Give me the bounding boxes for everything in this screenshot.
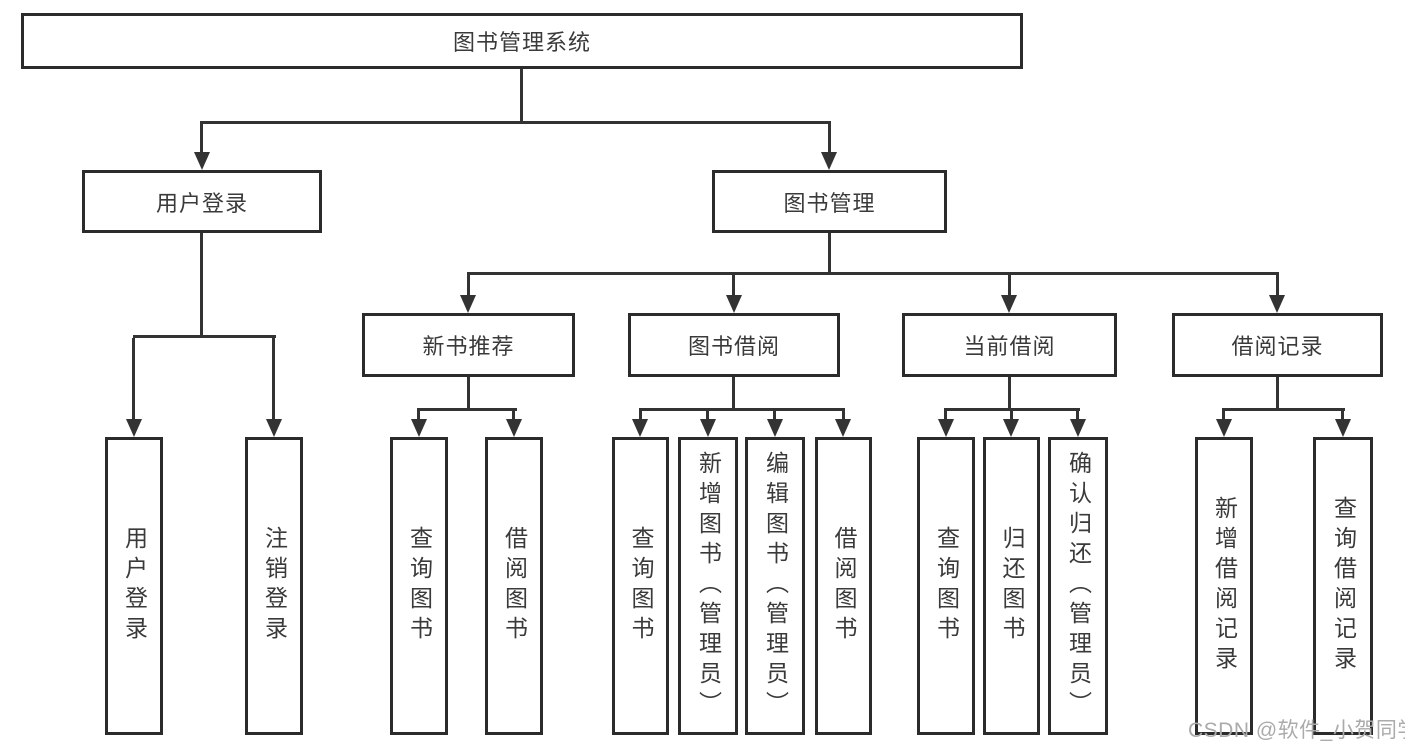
arrowhead-icon: [126, 419, 142, 437]
leaf-borrow-books-recommend-label: 借阅图书: [501, 526, 528, 646]
node-new-book-recommend-label: 新书推荐: [422, 334, 515, 359]
connector-line: [1008, 275, 1011, 296]
arrowhead-icon: [1216, 419, 1232, 437]
connector-line: [467, 377, 470, 408]
connector-line: [1222, 411, 1225, 421]
leaf-add-borrow-record-label: 新增借阅记录: [1211, 496, 1238, 676]
arrowhead-icon: [1269, 295, 1285, 313]
connector-line: [1076, 411, 1079, 421]
leaf-return-books: 归还图书: [983, 437, 1040, 735]
node-root-label: 图书管理系统: [452, 30, 591, 55]
connector-line: [200, 121, 831, 124]
arrowhead-icon: [411, 419, 427, 437]
arrowhead-icon: [1001, 295, 1017, 313]
leaf-user-login: 用户登录: [105, 437, 163, 735]
leaf-add-books-admin-label: 新增图书（管理员）: [695, 451, 722, 721]
connector-line: [132, 338, 135, 420]
arrowhead-icon: [460, 295, 476, 313]
leaf-borrow-books: 借阅图书: [815, 437, 872, 735]
arrowhead-icon: [1335, 419, 1351, 437]
arrowhead-icon: [632, 419, 648, 437]
leaf-query-borrow-record-label: 查询借阅记录: [1330, 496, 1357, 676]
leaf-confirm-return-admin-label: 确认归还（管理员）: [1065, 451, 1092, 721]
arrowhead-icon: [938, 419, 954, 437]
connector-line: [1010, 411, 1013, 421]
leaf-query-books-borrow: 查询图书: [612, 437, 669, 735]
arrowhead-icon: [821, 152, 837, 170]
connector-line: [200, 124, 203, 154]
connector-line: [732, 275, 735, 296]
leaf-query-books-recommend-label: 查询图书: [406, 526, 433, 646]
node-book-management: 图书管理: [712, 170, 947, 233]
node-user-login-label: 用户登录: [155, 190, 248, 216]
connector-line: [944, 408, 1080, 411]
watermark: CSDN @软件_小贺同学: [1188, 719, 1405, 742]
arrowhead-icon: [1070, 419, 1086, 437]
leaf-confirm-return-admin: 确认归还（管理员）: [1048, 437, 1108, 735]
node-user-login: 用户登录: [82, 170, 322, 233]
connector-line: [639, 411, 642, 421]
connector-line: [944, 411, 947, 421]
connector-line: [706, 411, 709, 421]
connector-line: [272, 338, 275, 420]
connector-line: [512, 411, 515, 421]
connector-line: [200, 233, 203, 335]
connector-line: [1341, 411, 1344, 421]
connector-line: [1276, 275, 1279, 296]
connector-line: [1222, 408, 1345, 411]
arrowhead-icon: [266, 419, 282, 437]
leaf-logout-label: 注销登录: [261, 526, 288, 646]
arrowhead-icon: [194, 152, 210, 170]
leaf-borrow-books-recommend: 借阅图书: [485, 437, 543, 735]
connector-line: [417, 408, 517, 411]
connector-line: [1008, 377, 1011, 408]
arrowhead-icon: [767, 419, 783, 437]
connector-line: [842, 411, 845, 421]
leaf-query-books-current-label: 查询图书: [933, 526, 960, 646]
arrowhead-icon: [506, 419, 522, 437]
leaf-add-borrow-record: 新增借阅记录: [1195, 437, 1253, 735]
leaf-user-login-label: 用户登录: [121, 526, 148, 646]
leaf-edit-books-admin: 编辑图书（管理员）: [745, 437, 805, 735]
node-book-management-label: 图书管理: [783, 190, 876, 216]
connector-line: [467, 272, 1279, 275]
connector-line: [732, 377, 735, 408]
node-root: 图书管理系统: [21, 13, 1023, 69]
leaf-return-books-label: 归还图书: [999, 526, 1025, 646]
leaf-add-books-admin: 新增图书（管理员）: [678, 437, 738, 735]
connector-line: [520, 69, 523, 121]
connector-line: [417, 411, 420, 421]
connector-line: [828, 124, 831, 154]
leaf-query-borrow-record: 查询借阅记录: [1313, 437, 1373, 735]
arrowhead-icon: [700, 419, 716, 437]
node-book-borrow-label: 图书借阅: [687, 334, 780, 359]
node-current-borrow-label: 当前借阅: [963, 334, 1056, 359]
connector-line: [828, 233, 831, 272]
connector-line: [467, 275, 470, 296]
node-book-borrow: 图书借阅: [628, 313, 840, 377]
arrowhead-icon: [726, 295, 742, 313]
node-new-book-recommend: 新书推荐: [362, 313, 575, 377]
connector-line: [1276, 377, 1279, 408]
node-current-borrow: 当前借阅: [902, 313, 1117, 377]
leaf-borrow-books-label: 借阅图书: [831, 526, 857, 646]
leaf-query-books-borrow-label: 查询图书: [628, 526, 654, 646]
connector-line: [773, 411, 776, 421]
connector-line: [639, 408, 845, 411]
leaf-edit-books-admin-label: 编辑图书（管理员）: [762, 451, 789, 721]
leaf-query-books-recommend: 查询图书: [390, 437, 448, 735]
arrowhead-icon: [835, 419, 851, 437]
leaf-query-books-current: 查询图书: [917, 437, 975, 735]
leaf-logout: 注销登录: [245, 437, 303, 735]
arrowhead-icon: [1003, 419, 1019, 437]
node-borrow-records-label: 借阅记录: [1231, 334, 1324, 359]
connector-line: [133, 335, 276, 338]
node-borrow-records: 借阅记录: [1172, 313, 1383, 377]
